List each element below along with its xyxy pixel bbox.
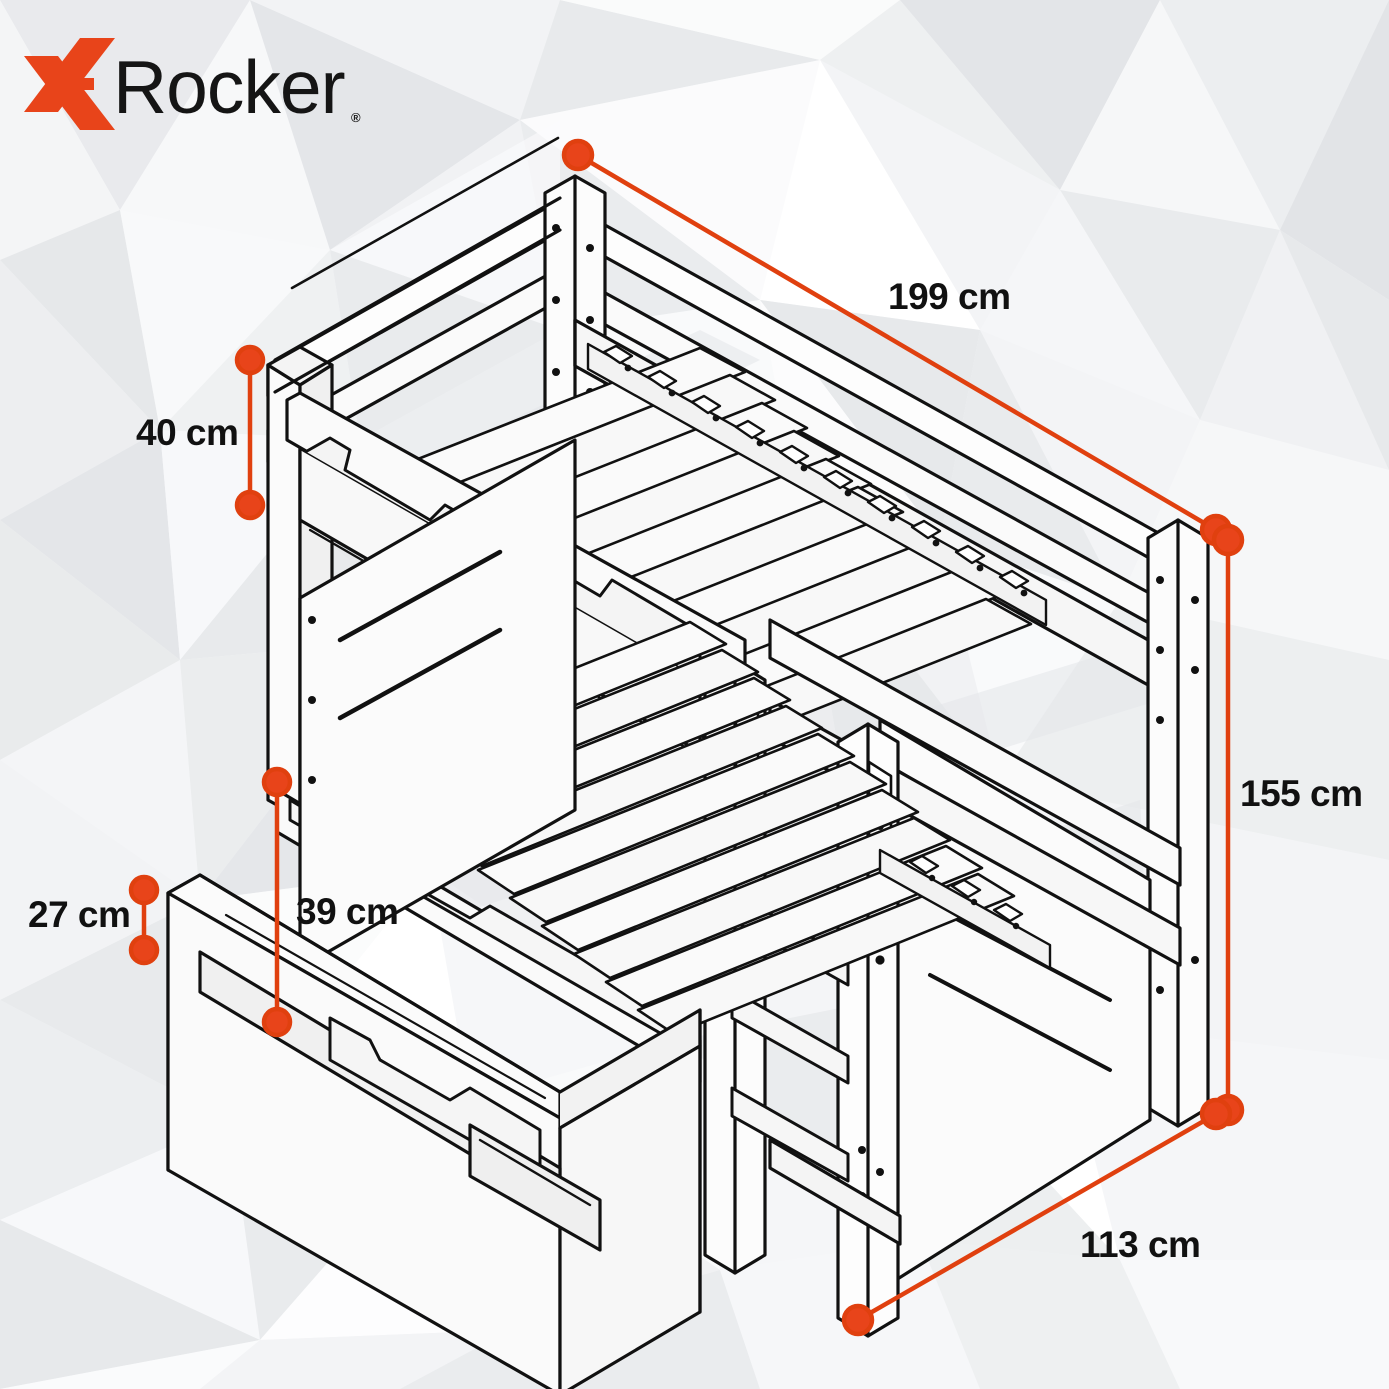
dimension-line-39 xyxy=(261,766,293,1038)
dimension-line-27 xyxy=(128,874,160,966)
dimension-line-40 xyxy=(234,344,266,521)
dimension-label-199: 199 cm xyxy=(888,276,1011,317)
dimension-label-40: 40 cm xyxy=(136,412,239,453)
brand-logo-text: Rocker xyxy=(113,45,346,129)
dimension-label-27: 27 cm xyxy=(28,894,131,935)
dimension-label-155: 155 cm xyxy=(1240,773,1363,814)
registered-trademark-symbol: ® xyxy=(351,110,361,125)
dimension-label-113: 113 cm xyxy=(1080,1224,1201,1265)
dimension-label-39: 39 cm xyxy=(296,891,399,932)
dimension-line-199 xyxy=(561,138,1233,547)
x-mark-icon xyxy=(24,38,115,130)
dimension-line-113 xyxy=(841,1097,1233,1337)
brand-logo: Rocker ® xyxy=(18,38,378,130)
dimension-line-155 xyxy=(1211,523,1245,1127)
